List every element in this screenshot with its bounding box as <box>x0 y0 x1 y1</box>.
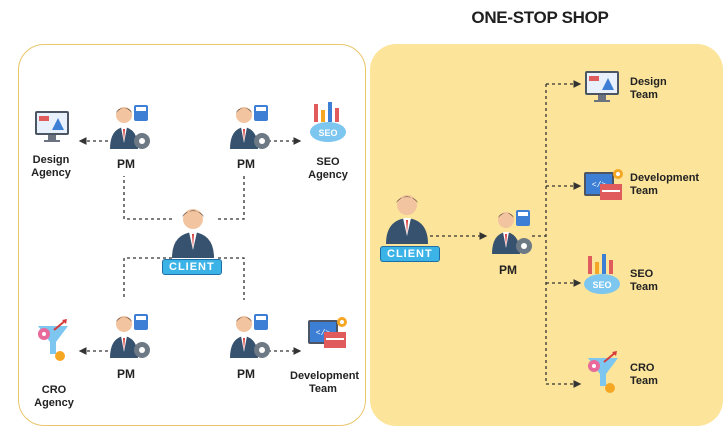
pm-label: PM <box>237 367 255 381</box>
cro-funnel-icon <box>38 319 68 361</box>
cro-agency-label: CRO Agency <box>34 384 74 409</box>
client-badge: CLIENT <box>162 259 222 275</box>
design-monitor-icon <box>585 71 619 102</box>
cro-team-label: CRO Team <box>630 362 658 387</box>
development-team-label: Development Team <box>290 370 360 395</box>
development-icon: </> <box>308 317 347 348</box>
pm-label: PM <box>237 157 255 171</box>
one-stop-shop-title: ONE-STOP SHOP <box>471 8 609 27</box>
design-monitor-icon <box>35 111 69 142</box>
pm-label: PM <box>117 367 135 381</box>
pm-icon <box>230 314 270 358</box>
development-team-label: Development Team <box>630 172 700 197</box>
pm-icon <box>110 314 150 358</box>
seo-team-label: SEO Team <box>630 268 658 293</box>
svg-text:</>: </> <box>592 181 607 190</box>
client-icon <box>172 209 214 258</box>
client-badge: CLIENT <box>380 246 440 262</box>
seo-cloud-icon: SEO <box>310 102 346 142</box>
pm-label: PM <box>499 263 517 277</box>
svg-text:SEO: SEO <box>592 280 611 290</box>
pm-label: PM <box>117 157 135 171</box>
seo-agency-label: SEO Agency <box>308 156 348 181</box>
design-team-label: Design Team <box>630 76 667 101</box>
svg-text:</>: </> <box>316 329 331 338</box>
pm-icon <box>230 105 270 149</box>
client-icon <box>386 195 428 244</box>
pm-icon <box>492 210 532 254</box>
design-agency-label: Design Agency <box>31 154 71 179</box>
pm-icon <box>110 105 150 149</box>
svg-text:SEO: SEO <box>318 128 337 138</box>
cro-funnel-icon <box>588 351 618 393</box>
seo-cloud-icon: SEO <box>584 254 620 294</box>
development-icon: </> <box>584 169 623 200</box>
